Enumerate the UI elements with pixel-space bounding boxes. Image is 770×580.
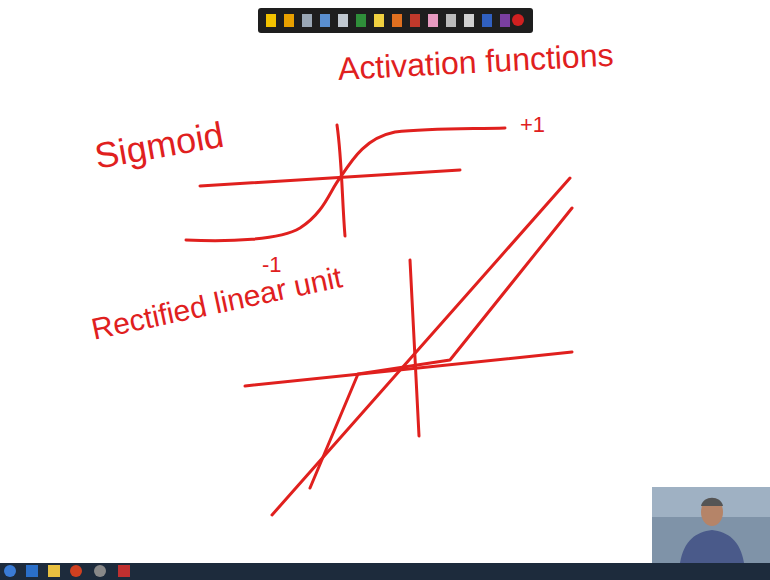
taskbar xyxy=(0,563,770,580)
toolbar-icon xyxy=(338,14,348,27)
presenter-body xyxy=(680,530,744,563)
toolbar-icon xyxy=(464,14,474,27)
toolbar-icon xyxy=(320,14,330,27)
taskbar-icon xyxy=(94,565,106,577)
curve-name: Rectified linear unit xyxy=(88,259,345,347)
toolbar-icon xyxy=(284,14,294,27)
toolbar-icon xyxy=(410,14,420,27)
board-title: Activation functions xyxy=(337,36,614,89)
toolbar-icon xyxy=(266,14,276,27)
toolbar-icon xyxy=(482,14,492,27)
relu-curve xyxy=(310,208,572,488)
presenter-hair xyxy=(701,498,723,506)
toolbar-icon xyxy=(302,14,312,27)
toolbar-icon xyxy=(512,14,524,26)
toolbar xyxy=(258,8,533,33)
toolbar-icon xyxy=(374,14,384,27)
x-axis xyxy=(245,352,572,386)
taskbar-icon xyxy=(118,565,130,577)
sigmoid-plot xyxy=(186,125,505,241)
y-axis xyxy=(410,260,419,436)
webcam-inset xyxy=(652,487,770,563)
sigmoid-curve xyxy=(186,128,505,241)
curve-name: Sigmoid xyxy=(91,113,227,178)
toolbar-icon xyxy=(446,14,456,27)
toolbar-bar xyxy=(258,8,533,33)
taskbar-icon xyxy=(26,565,38,577)
toolbar-icon xyxy=(356,14,366,27)
taskbar-icon xyxy=(4,565,16,577)
toolbar-icon xyxy=(392,14,402,27)
toolbar-icon xyxy=(500,14,510,27)
webcam-frame xyxy=(652,487,770,563)
relu-plot xyxy=(245,178,572,515)
linear-line xyxy=(272,178,570,515)
toolbar-icon xyxy=(428,14,438,27)
taskbar-icon xyxy=(48,565,60,577)
taskbar-icon xyxy=(70,565,82,577)
presenter-head xyxy=(701,498,723,526)
axis-value: +1 xyxy=(520,112,545,138)
taskbar-bar xyxy=(0,563,770,580)
x-axis xyxy=(200,170,460,186)
